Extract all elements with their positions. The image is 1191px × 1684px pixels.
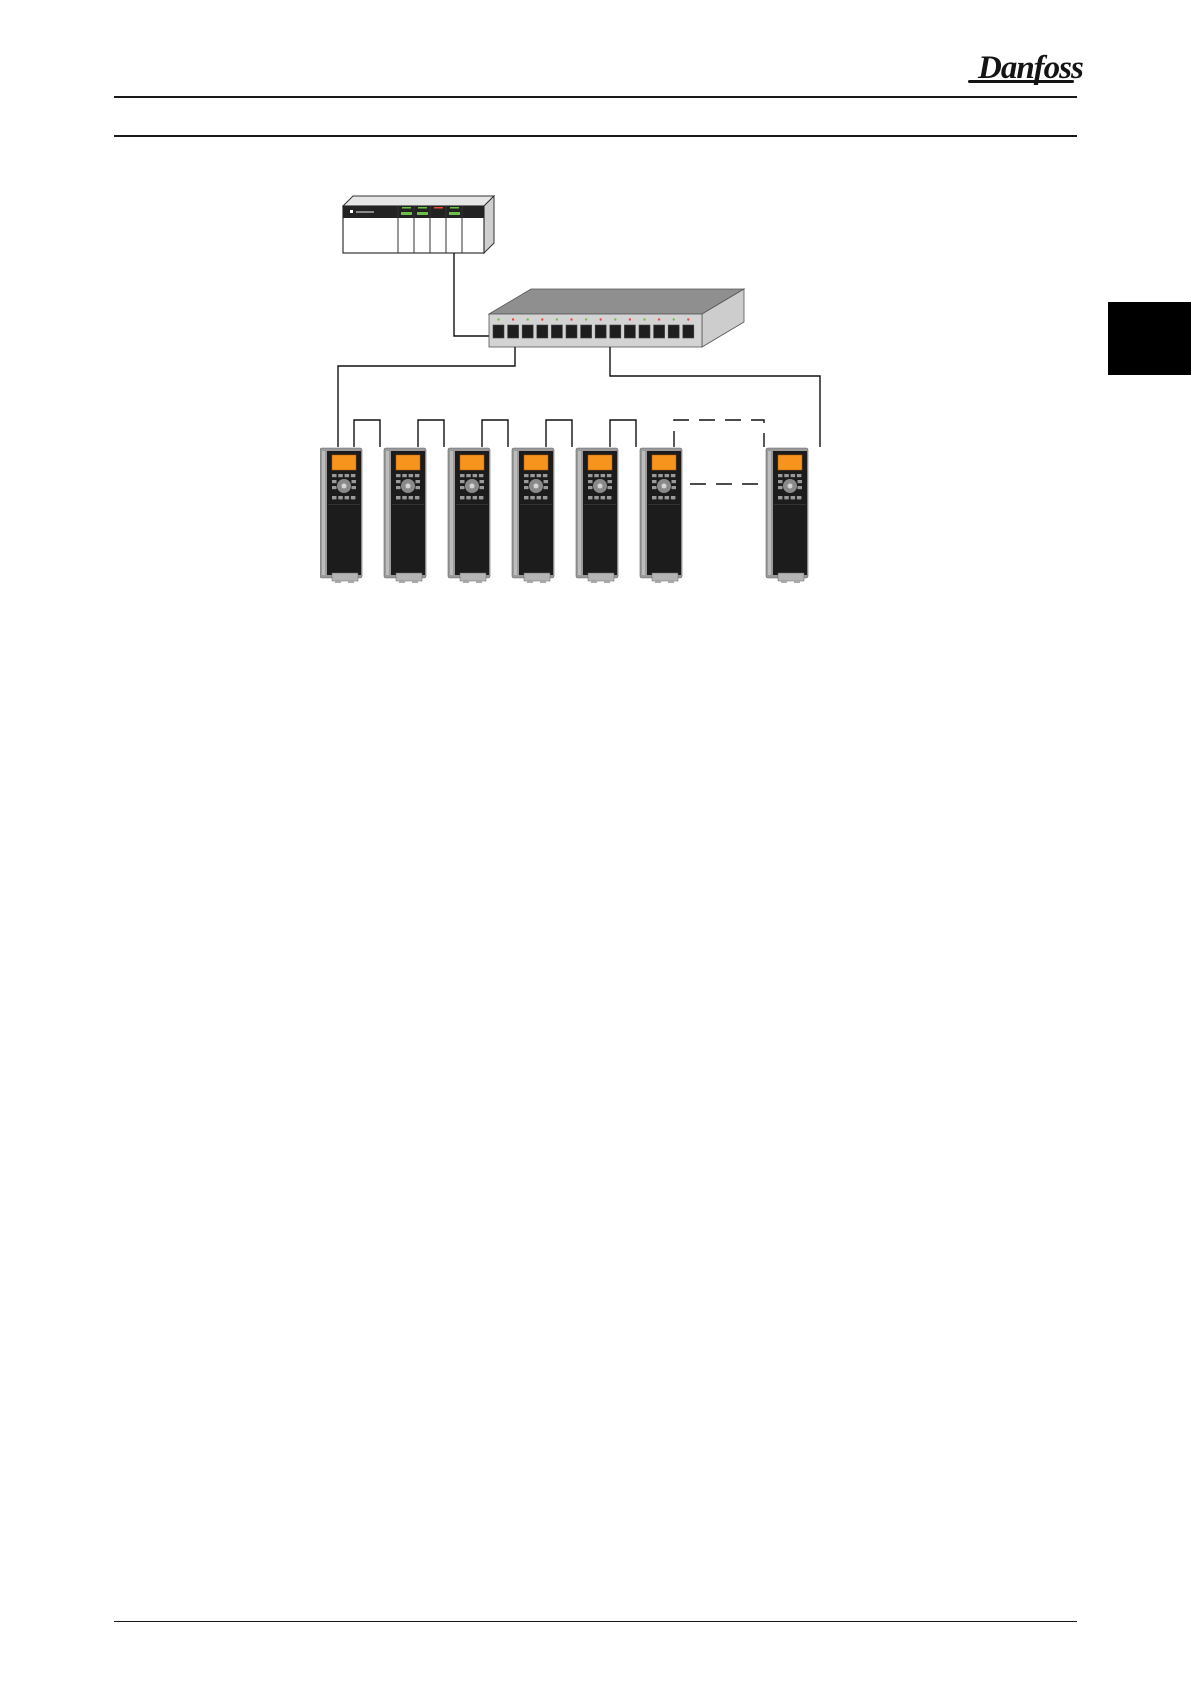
switch-port — [610, 325, 621, 338]
switch-port — [581, 325, 592, 338]
switch-drive1-cable — [338, 347, 515, 447]
lcp-display — [396, 455, 420, 470]
lcp-display — [460, 455, 484, 470]
switch-port — [639, 325, 650, 338]
switch-drive7-cable — [610, 347, 820, 447]
frequency-converter-icon — [384, 448, 426, 583]
danfoss-logo: Danfoss — [966, 46, 1078, 90]
logo-underline — [968, 80, 1074, 83]
switch-port — [522, 325, 533, 338]
lcp-display — [652, 455, 676, 470]
switch-port — [595, 325, 606, 338]
switch-port — [537, 325, 548, 338]
switch-port — [566, 325, 577, 338]
footer-rule — [114, 1621, 1077, 1622]
frequency-converter-icon — [640, 448, 682, 583]
lcp-display — [332, 455, 356, 470]
switch-port — [668, 325, 679, 338]
frequency-converter-icon — [512, 448, 554, 583]
lcp-display — [524, 455, 548, 470]
frequency-converter-icon — [766, 448, 808, 583]
plc-controller-icon — [343, 196, 494, 253]
chapter-tab-marker — [1108, 302, 1191, 375]
lcp-display — [778, 455, 802, 470]
switch-port — [551, 325, 562, 338]
switch-port — [493, 325, 504, 338]
lcp-display — [588, 455, 612, 470]
switch-port — [683, 325, 694, 338]
network-topology-diagram — [320, 186, 880, 606]
frequency-converter-icon — [576, 448, 618, 583]
switch-port — [624, 325, 635, 338]
switch-port — [508, 325, 519, 338]
frequency-converter-icon — [320, 448, 362, 583]
frequency-converter-icon — [448, 448, 490, 583]
header-rule-top — [114, 96, 1077, 98]
header-rule-bottom — [114, 135, 1077, 137]
ethernet-switch-icon — [489, 289, 744, 347]
switch-port — [654, 325, 665, 338]
